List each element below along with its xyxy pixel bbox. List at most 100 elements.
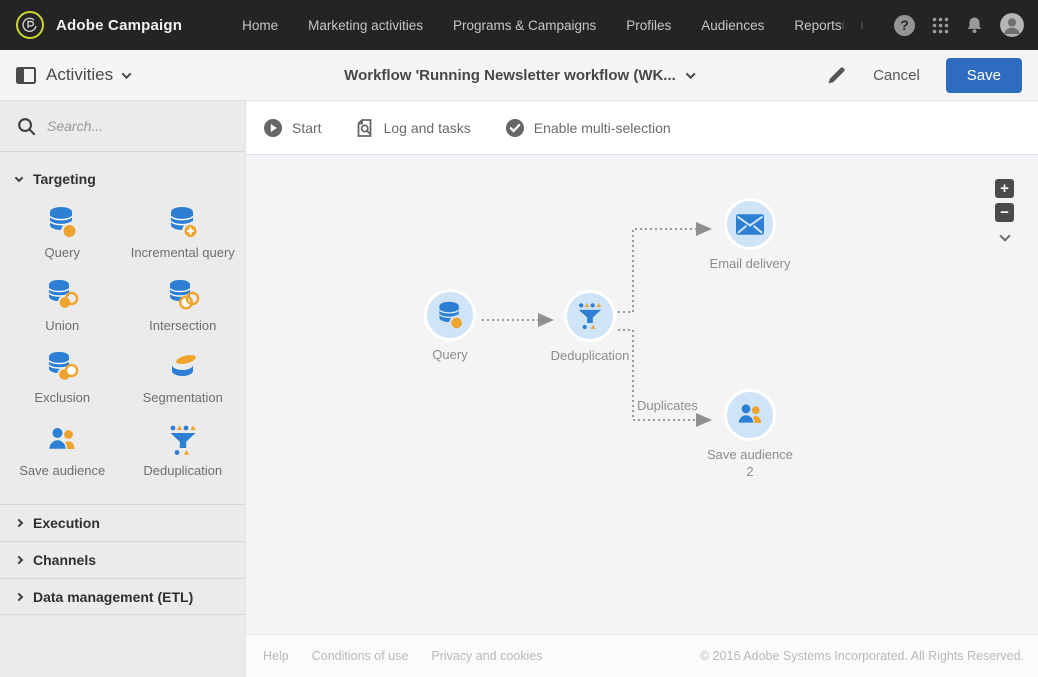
intersection-icon [169,279,200,310]
node-query[interactable]: Query [375,289,525,364]
node-label-line2: 2 [746,463,754,479]
node-deduplication[interactable]: Deduplication [515,290,665,365]
section-label: Targeting [33,171,96,187]
user-avatar[interactable] [1000,13,1024,37]
node-circle [724,389,776,441]
sidebar-section-channels[interactable]: Channels [0,541,245,578]
palette-item-label: Incremental query [130,245,235,260]
workflow-title-dropdown[interactable]: Workflow 'Running Newsletter workflow (W… [344,66,696,84]
palette-item-intersection[interactable]: Intersection [123,278,244,334]
copyright-text: © 2016 Adobe Systems Incorporated. All R… [700,649,1024,663]
palette-item-union[interactable]: Union [2,278,123,334]
app-grid-icon[interactable] [932,17,949,34]
edge-label-duplicates: Duplicates [637,398,698,413]
palette-item-label: Query [44,245,80,260]
brand-title: Adobe Campaign [56,16,183,34]
node-save-audience-2[interactable]: Save audience 2 [675,389,825,481]
workflow-edges [482,222,712,427]
palette-item-exclusion[interactable]: Exclusion [2,350,123,406]
divider [842,21,844,29]
search-input[interactable] [47,118,207,134]
tool-label: Enable multi-selection [533,119,671,136]
section-label: Data management (ETL) [33,588,194,605]
workflow-header-bar: Activities Workflow 'Running Newsletter … [0,50,1038,101]
nav-item-marketing-activities[interactable]: Marketing activities [308,17,423,33]
palette-item-label: Union [45,317,80,333]
workflow-content: Start Log and tasks Enable multi-selecti… [246,101,1038,677]
chevron-down-icon[interactable] [998,230,1011,242]
check-icon [505,118,524,137]
palette-item-label: Exclusion [34,390,91,406]
sidebar-section-execution[interactable]: Execution [0,504,245,541]
help-icon[interactable]: ? [894,14,915,36]
palette-item-incremental-query[interactable]: Incremental query [123,205,244,261]
search-icon [18,117,36,135]
incremental-query-icon [170,207,199,239]
workflow-canvas[interactable]: Duplicates Query [246,155,1038,634]
chevron-down-icon [14,173,24,182]
palette-item-save-audience[interactable]: Save audience [2,423,123,479]
footer-links: Help Conditions of use Privacy and cooki… [263,649,542,663]
targeting-palette: Query Incremental query [0,197,245,504]
sidebar-section-targeting[interactable]: Targeting [0,152,245,197]
palette-item-query[interactable]: Query [2,205,123,261]
deduplication-icon [578,303,602,330]
log-and-tasks-button[interactable]: Log and tasks [356,118,471,138]
chevron-right-icon [14,556,24,565]
union-icon [48,279,79,310]
palette-item-label: Intersection [149,317,217,333]
segmentation-icon [171,353,198,377]
node-label: Query [432,347,468,362]
activities-nav-dropdown[interactable]: Activities [16,65,132,85]
sidebar-section-data-management[interactable]: Data management (ETL) [0,578,245,616]
cancel-button[interactable]: Cancel [873,66,920,84]
primary-nav: Home Marketing activities Programs & Cam… [242,18,841,33]
node-label-line1: Save audience [706,447,793,462]
node-email-delivery[interactable]: Email delivery [675,198,825,273]
footer: Help Conditions of use Privacy and cooki… [246,634,1038,677]
start-button[interactable]: Start [263,118,322,138]
query-icon [438,301,465,330]
activities-sidebar: Targeting Query [0,101,246,677]
chevron-down-icon [121,68,132,79]
nav-item-reports[interactable]: Reports [794,17,842,33]
edit-pencil-icon[interactable] [826,65,847,86]
notifications-bell-icon[interactable] [966,16,983,34]
sidebar-search-row [0,101,245,152]
node-circle [564,290,616,342]
palette-item-label: Save audience [19,462,106,478]
chevron-down-icon [685,68,696,79]
palette-item-deduplication[interactable]: Deduplication [123,423,244,479]
query-icon [49,207,79,239]
nav-item-profiles[interactable]: Profiles [626,17,672,33]
divider [861,21,863,29]
palette-item-label: Segmentation [142,390,223,406]
topnav-actions: ? [842,13,1024,37]
exclusion-icon [48,352,79,382]
footer-link-help[interactable]: Help [263,649,289,663]
palette-item-label: Deduplication [143,462,223,478]
zoom-in-button[interactable]: + [995,179,1014,198]
log-icon [357,118,371,137]
node-circle [424,289,476,341]
footer-link-privacy[interactable]: Privacy and cookies [431,649,543,663]
node-label: Email delivery [709,256,791,271]
nav-item-programs-campaigns[interactable]: Programs & Campaigns [452,17,597,33]
chevron-right-icon [14,592,24,602]
deduplication-icon [170,425,196,455]
node-label: Deduplication [550,348,630,363]
zoom-out-button[interactable]: − [995,203,1014,222]
canvas-zoom-controls: + − [995,179,1014,242]
play-icon [264,118,282,137]
workflow-title: Workflow 'Running Newsletter workflow (W… [344,66,676,84]
chevron-right-icon [14,519,24,528]
enable-multi-selection-button[interactable]: Enable multi-selection [505,118,671,138]
nav-item-audiences[interactable]: Audiences [701,17,765,33]
panel-icon [16,66,36,84]
header-actions: Cancel Save [826,57,1022,93]
save-button[interactable]: Save [945,57,1022,93]
footer-link-conditions[interactable]: Conditions of use [311,649,409,663]
activities-label: Activities [46,65,114,84]
nav-item-home[interactable]: Home [242,17,279,33]
palette-item-segmentation[interactable]: Segmentation [123,350,244,406]
